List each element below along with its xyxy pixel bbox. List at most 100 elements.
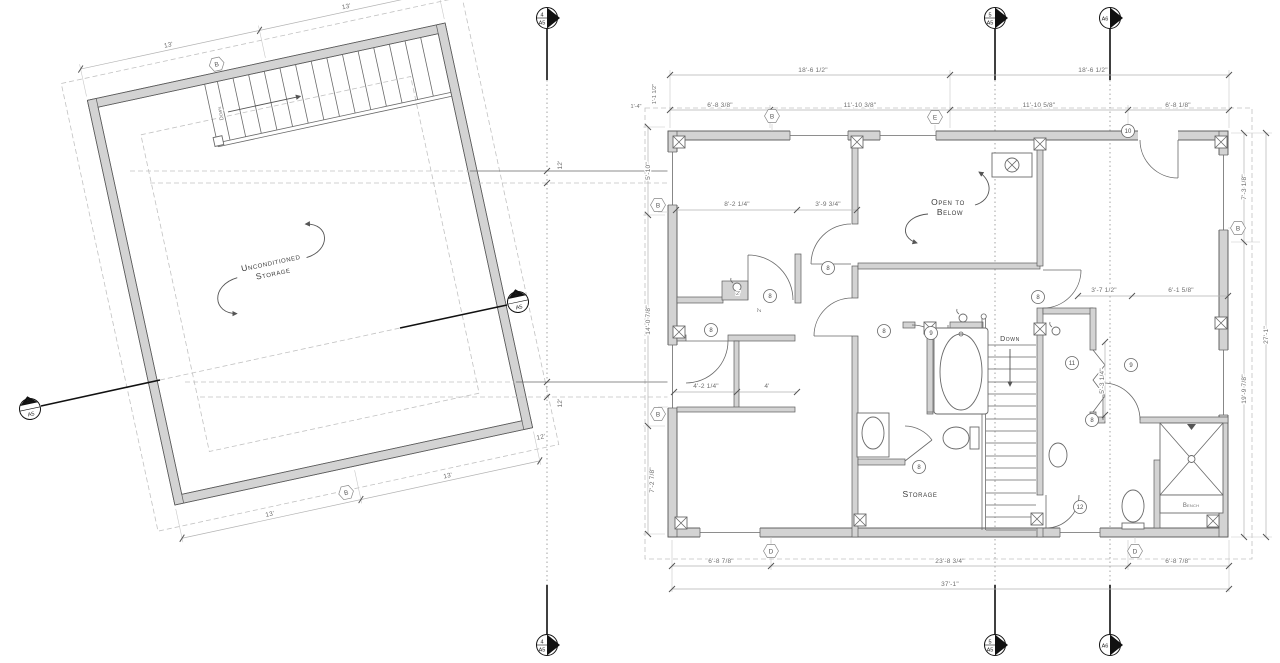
dim-int-b: 3'-9 3/4": [815, 201, 841, 208]
smoke-detector-icon: [1049, 321, 1061, 336]
dim-right-a: 7'-3 1/8": [1241, 174, 1248, 200]
svg-text:A5: A5: [987, 648, 994, 654]
door-swing: [1102, 382, 1141, 421]
dim-int-c: 3'-7 1/2": [1091, 287, 1117, 294]
door-tag: 12: [1073, 500, 1087, 514]
dim-int-a: 8'-2 1/4": [724, 201, 750, 208]
door-swing: [1045, 494, 1080, 529]
window: [667, 344, 678, 409]
dim-top1-left: 18'-6 1/2": [798, 67, 828, 74]
dim-bottom-c: 6'-8 7/8": [1165, 558, 1191, 565]
svg-text:A5: A5: [515, 304, 523, 311]
dim-13-bottom-right: 13': [443, 472, 453, 481]
grid-bubble-B-left-lower: B: [650, 407, 666, 421]
svg-text:5: 5: [514, 291, 518, 298]
entry-door-opening: [1138, 130, 1178, 141]
door-swing: [904, 425, 933, 462]
grid-bubble-D-bottom-left: D: [763, 544, 779, 558]
handrail-cap: [980, 313, 987, 320]
door-tag: 9: [924, 326, 938, 340]
svg-text:4: 4: [540, 640, 543, 646]
left-plan-room-label: Unconditioned Storage: [217, 221, 325, 317]
dim-12-corner: 12': [536, 433, 546, 442]
bathtub: [933, 327, 989, 415]
dim-top2-b: 11'-10 3/8": [844, 102, 877, 109]
post-icon: [674, 516, 688, 530]
window: [667, 151, 678, 206]
dim-right-total: 27'-1": [1263, 326, 1270, 344]
grid-bubble-B-left-upper: B: [650, 198, 666, 212]
dim-int-g: 4': [764, 383, 769, 390]
dim-left-c: 7'-2 7/8": [649, 467, 656, 493]
dim-bottom-b: 23'-8 3/4": [935, 558, 965, 565]
fixtures: Bench: [730, 152, 1224, 530]
dim-12-connector-bottom: 12': [557, 398, 564, 407]
svg-text:E: E: [933, 114, 938, 121]
door-tag: 8: [821, 261, 835, 275]
door-tag: 9: [1124, 358, 1138, 372]
perimeter-walls: [667, 130, 1229, 538]
skylight: [991, 152, 1033, 178]
section-marker-4A5-top: 4 A5: [536, 7, 560, 29]
sink-vanity: [856, 412, 890, 458]
smoke-detector-icon: [956, 308, 968, 323]
section-marker-5A5-top: 5 A5: [984, 7, 1008, 29]
svg-text:8: 8: [1036, 295, 1040, 301]
dim-top1-right: 18'-6 1/2": [1078, 67, 1108, 74]
room-labels: Open to Below Storage: [901, 171, 990, 500]
window: [699, 527, 761, 538]
section-cut-lines: [546, 29, 1111, 634]
dim-13-top-left: 13': [163, 41, 173, 50]
svg-text:A5: A5: [987, 21, 994, 27]
svg-text:B: B: [343, 489, 349, 497]
svg-text:B: B: [1236, 225, 1240, 232]
dim-left-b: 14'-0 7/8": [645, 305, 652, 335]
svg-text:8: 8: [768, 294, 772, 300]
svg-text:5: 5: [988, 640, 991, 646]
svg-text:8: 8: [917, 465, 921, 471]
svg-text:8: 8: [709, 328, 713, 334]
shower-bench: Bench: [1159, 494, 1224, 514]
smoke-detector-icon: [730, 277, 742, 292]
windows: [667, 130, 1229, 538]
left-plan-overhang-dashed: [60, 0, 560, 532]
post-icon: [850, 135, 864, 149]
dim-corner-a: 1'-4": [631, 104, 642, 110]
dim-int-d: 6'-1 5/8": [1168, 287, 1194, 294]
section-marker-A6-bottom: A6: [1099, 634, 1123, 656]
section-marker-4A5-bottom: 4 A5: [536, 634, 560, 656]
left-plan-stairs: Down: [204, 37, 452, 148]
svg-text:A6: A6: [1102, 16, 1109, 22]
svg-text:9: 9: [1129, 363, 1133, 369]
post-icon: [1033, 322, 1047, 336]
door-tag: 8: [912, 460, 926, 474]
right-plan-second-floor: Down Bench: [667, 130, 1229, 538]
dim-13-top-right: 13': [341, 3, 351, 12]
svg-text:B: B: [656, 202, 660, 209]
right-plan-dimensions: 18'-6 1/2" 18'-6 1/2" 6'-8 3/8" 11'-10 3…: [630, 66, 1272, 593]
door-tag: 11: [1065, 356, 1079, 370]
svg-text:9: 9: [929, 331, 933, 337]
door-swing: [810, 223, 852, 265]
post-icon: [1214, 135, 1228, 149]
post-icon: [672, 325, 686, 339]
dim-left-a: 5'-10": [645, 162, 652, 180]
svg-text:B: B: [214, 61, 220, 69]
door-swing: [685, 340, 729, 384]
dim-int-e: 5'-3 1/4": [1099, 368, 1106, 394]
svg-text:11: 11: [1069, 361, 1076, 367]
door-tag: 8: [877, 324, 891, 338]
door-swing: [813, 297, 853, 337]
interior-walls: [676, 139, 1229, 538]
dim-bottom-a: 6'-8 7/8": [708, 558, 734, 565]
dim-top2-d: 6'-8 1/8": [1165, 102, 1191, 109]
svg-text:5: 5: [26, 398, 30, 405]
dim-12-connector-top: 12': [557, 160, 564, 169]
stairs-direction-arrow: [227, 94, 302, 113]
post-icon: [853, 513, 867, 527]
door-tag: 8: [1085, 413, 1099, 427]
svg-text:B: B: [656, 411, 660, 418]
dim-right-b: 19'-9 7/8": [1241, 374, 1248, 404]
open-to-below-arrow-up: [974, 171, 990, 206]
